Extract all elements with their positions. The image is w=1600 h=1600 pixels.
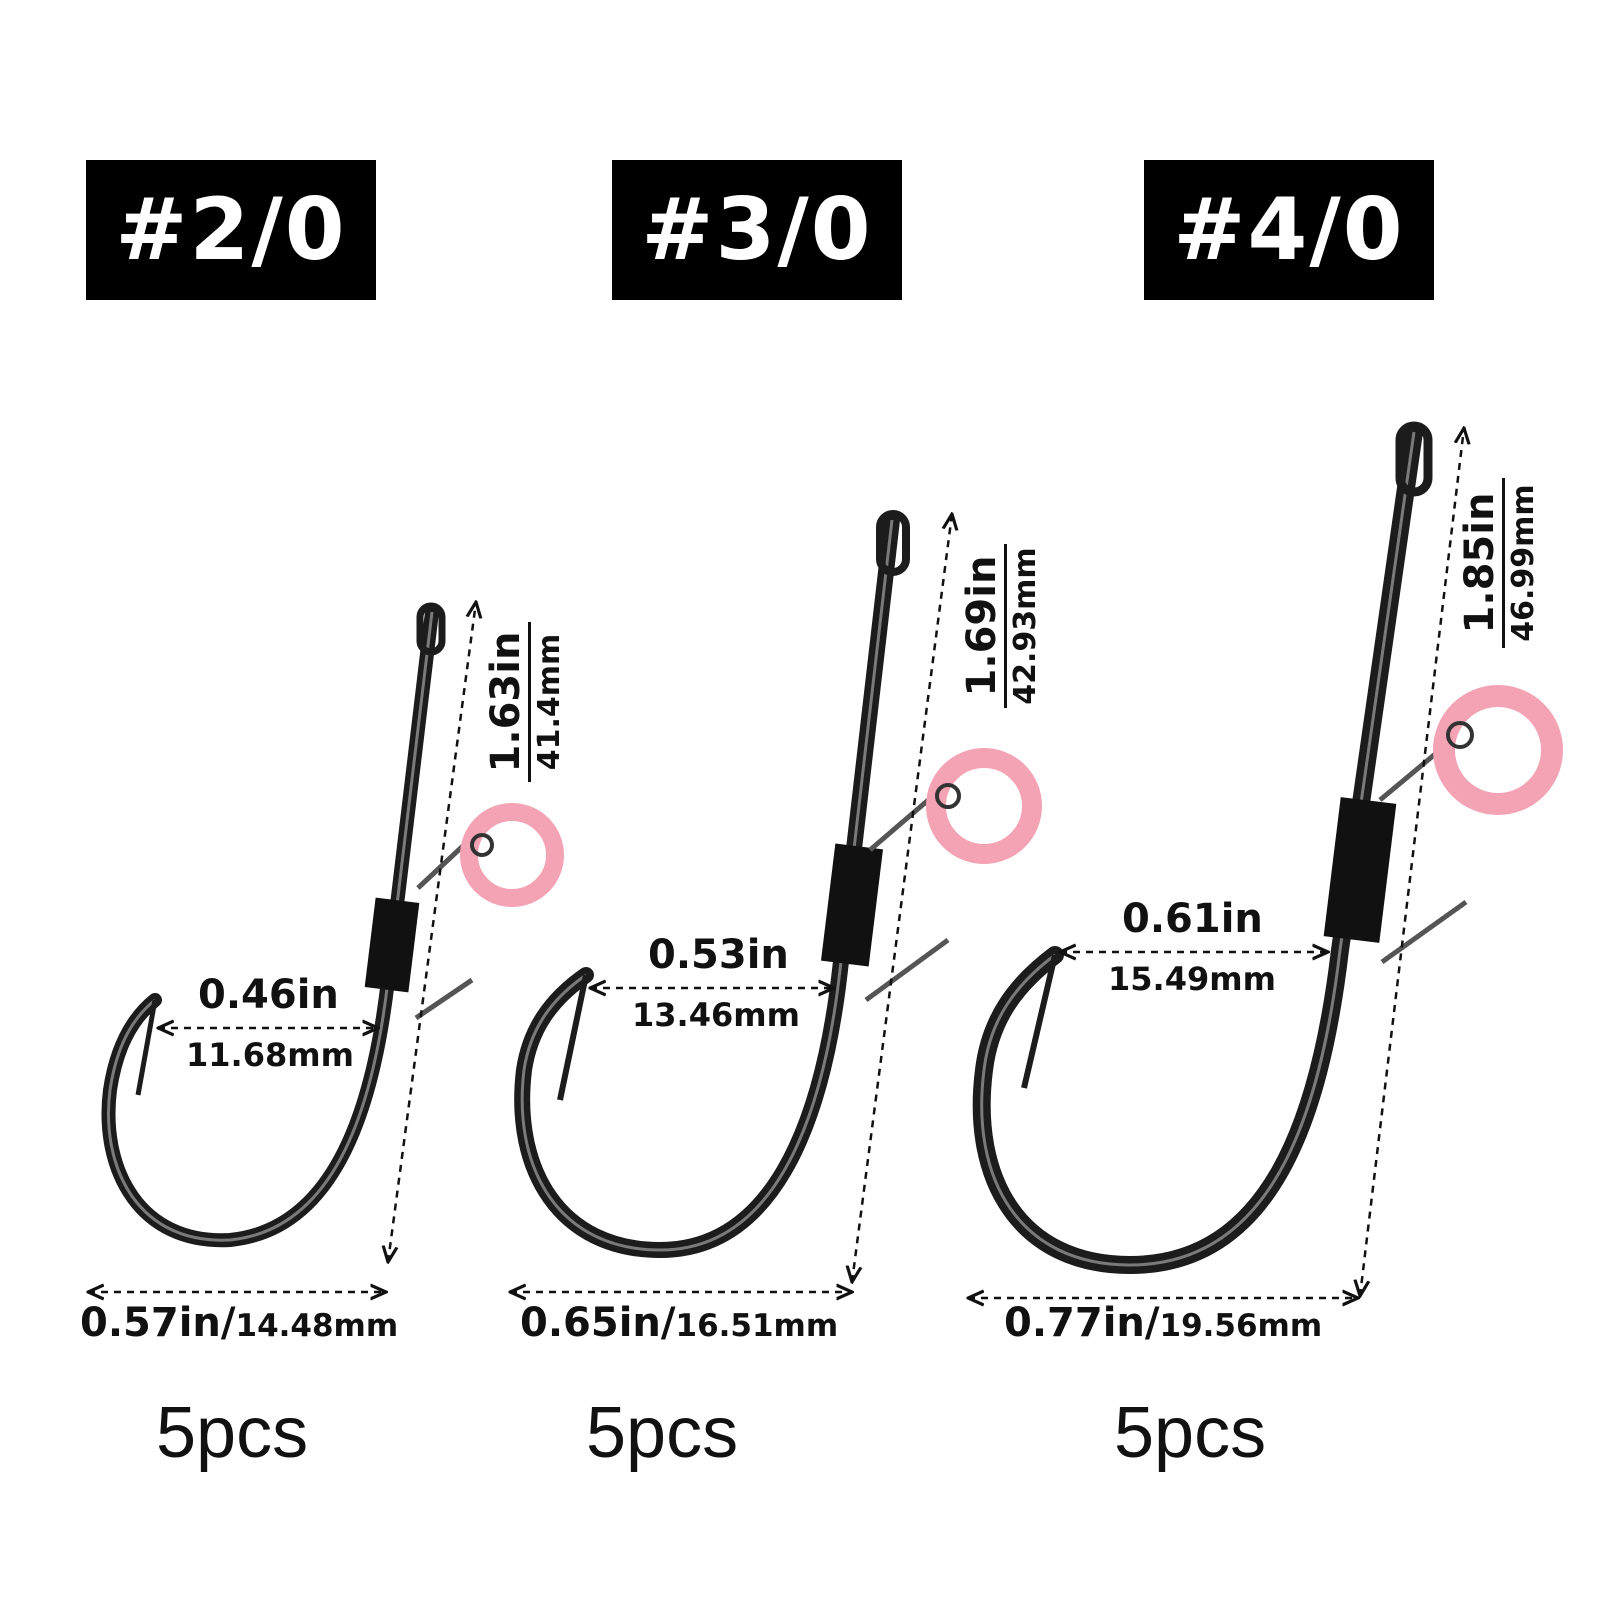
width-mm: 16.51mm <box>675 1308 839 1344</box>
gap-mm-2-0: 11.68mm <box>186 1036 354 1074</box>
width-in: 0.57in <box>80 1300 221 1346</box>
hook-barb <box>1021 954 1058 1089</box>
gap-mm-3-0: 13.46mm <box>632 996 800 1034</box>
hook-2-0 <box>88 602 564 1292</box>
length-label-2-0: 1.63in 41.4mm <box>483 622 569 782</box>
gap-in-4-0: 0.61in <box>1122 896 1263 942</box>
hook-4-0 <box>968 421 1563 1298</box>
length-label-4-0: 1.85in 46.99mm <box>1457 478 1543 648</box>
width-label-2-0: 0.57in/14.48mm <box>80 1300 399 1346</box>
sleeve <box>820 843 884 967</box>
length-mm: 46.99mm <box>1506 484 1541 642</box>
width-in: 0.65in <box>520 1300 661 1346</box>
length-mm: 42.93mm <box>1008 547 1043 705</box>
width-in: 0.77in <box>1004 1300 1145 1346</box>
hook-3-0 <box>510 510 1042 1292</box>
sleeve <box>364 897 420 993</box>
gap-in-2-0: 0.46in <box>198 972 339 1018</box>
size-label: #2/0 <box>115 180 347 280</box>
length-in: 1.63in <box>483 622 531 782</box>
width-mm: 14.48mm <box>235 1308 399 1344</box>
hook-barb <box>135 999 158 1096</box>
sleeve <box>1323 797 1397 943</box>
size-badge-2-0: #2/0 <box>86 160 376 300</box>
hook-barb <box>557 974 589 1101</box>
length-dim-line <box>388 602 476 1262</box>
gap-mm-4-0: 15.49mm <box>1108 960 1276 998</box>
size-badge-3-0: #3/0 <box>612 160 902 300</box>
length-mm: 41.4mm <box>532 633 567 771</box>
width-label-3-0: 0.65in/16.51mm <box>520 1300 839 1346</box>
size-label: #3/0 <box>641 180 873 280</box>
quantity-3-0: 5pcs <box>586 1393 739 1473</box>
bait-ring <box>1433 685 1563 815</box>
size-label: #4/0 <box>1173 180 1405 280</box>
size-badge-4-0: #4/0 <box>1144 160 1434 300</box>
width-mm: 19.56mm <box>1159 1308 1323 1344</box>
gap-in-3-0: 0.53in <box>648 932 789 978</box>
length-label-3-0: 1.69in 42.93mm <box>959 544 1045 708</box>
length-dim-line <box>1360 428 1464 1296</box>
length-in: 1.69in <box>959 544 1007 708</box>
length-in: 1.85in <box>1457 478 1505 648</box>
quantity-4-0: 5pcs <box>1114 1393 1267 1473</box>
quantity-2-0: 5pcs <box>156 1393 309 1473</box>
width-label-4-0: 0.77in/19.56mm <box>1004 1300 1323 1346</box>
